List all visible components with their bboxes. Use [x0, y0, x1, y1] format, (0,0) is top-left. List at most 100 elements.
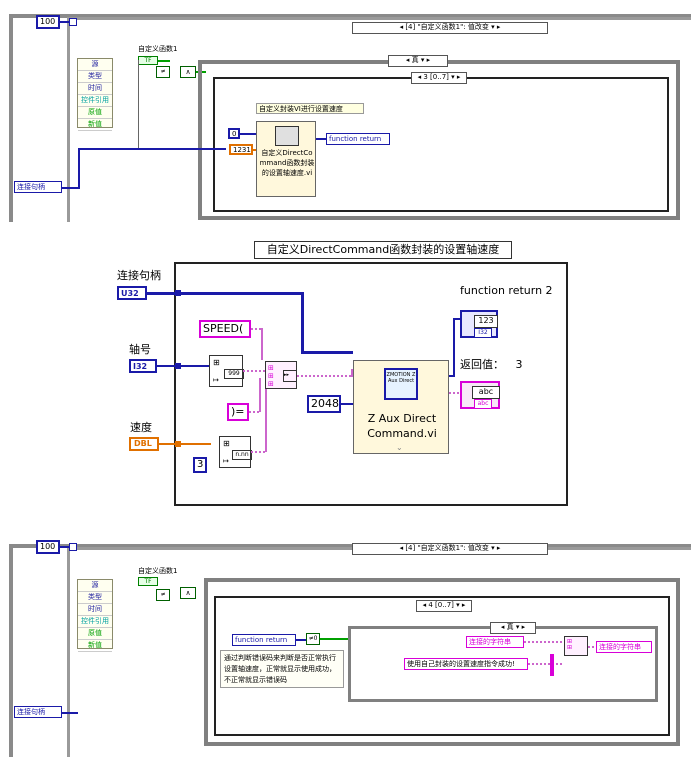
- dropdown-icon[interactable]: ▾: [420, 56, 425, 64]
- concat-out-icon: ▸▸: [283, 370, 297, 382]
- arrow-right-icon[interactable]: ▸: [521, 623, 526, 631]
- cluster-item: 新值: [78, 119, 112, 131]
- seq-selector[interactable]: ◂ 3 [0..7] ▾ ▸: [411, 72, 467, 84]
- seq-selector[interactable]: ◂ 4 [0..7] ▾ ▸: [416, 600, 472, 612]
- concat-strings-node[interactable]: ⊞⊞⊞ ▸▸: [265, 361, 297, 389]
- true-case-selector[interactable]: ◂ 真 ▾ ▸: [388, 55, 448, 67]
- bool-const[interactable]: TF: [138, 577, 158, 586]
- dropdown-icon[interactable]: ▾: [491, 23, 495, 31]
- dropdown-icon[interactable]: ▾: [456, 601, 460, 609]
- subvi-name: 自定义DirectCommand函数封装的设置轴速度.vi: [259, 149, 315, 177]
- wire: [449, 392, 461, 394]
- ret-index: 3: [515, 358, 523, 371]
- const-2048[interactable]: 2048: [307, 395, 341, 413]
- conn-handle-terminal[interactable]: 连接句柄: [14, 181, 62, 193]
- not-equal-zero-icon: ≠0: [306, 633, 320, 645]
- wire: [341, 403, 353, 405]
- event-data-cluster: 源 类型 时间 控件引用 原值 新值: [77, 58, 113, 131]
- wire: [449, 375, 455, 377]
- wire: [138, 60, 139, 148]
- arrow-left-icon[interactable]: ◂: [417, 73, 422, 81]
- arrow-right-icon[interactable]: ▸: [456, 73, 461, 81]
- const-0[interactable]: 0: [228, 128, 240, 139]
- loop-count-terminal: [69, 18, 77, 26]
- wire: [301, 292, 304, 354]
- subvi-icon: [275, 126, 299, 146]
- while-loop-frame: [9, 544, 691, 757]
- const-100[interactable]: 100: [36, 15, 60, 29]
- dropdown-icon[interactable]: ▾: [451, 73, 455, 81]
- dropdown-icon[interactable]: ▾: [515, 623, 520, 631]
- fn-return-indicator[interactable]: 123 I32: [460, 310, 498, 338]
- inner-case-selector[interactable]: ◂ 真 ▾ ▸: [490, 622, 536, 634]
- format-int-node[interactable]: ⊞ 999 ↦: [209, 355, 244, 387]
- wire: [351, 369, 353, 377]
- case-selector[interactable]: ◂ [4] "自定义函数1": 值改变 ▾ ▸: [352, 22, 548, 34]
- subvi-node[interactable]: 自定义DirectCommand函数封装的设置轴速度.vi: [256, 121, 316, 197]
- conn-handle-terminal[interactable]: 连接句柄: [14, 706, 62, 718]
- arrow-left-icon[interactable]: ◂: [399, 23, 404, 31]
- concat-strings-node[interactable]: ⊞⊞: [564, 636, 588, 656]
- wire: [60, 546, 70, 548]
- wire: [261, 328, 263, 360]
- arrow-icon: ↦: [213, 376, 219, 384]
- and-gate-icon: ∧: [180, 587, 196, 599]
- arrow-right-icon[interactable]: ▸: [496, 23, 501, 31]
- axis-control[interactable]: I32: [129, 359, 157, 373]
- arrow-right-icon[interactable]: ▸: [496, 544, 501, 552]
- const-3[interactable]: 3: [193, 457, 207, 473]
- arrow-right-icon[interactable]: ▸: [426, 56, 431, 64]
- bool-const[interactable]: TF: [138, 56, 158, 65]
- wire: [301, 351, 353, 354]
- wire: [524, 641, 564, 643]
- wire: [62, 712, 78, 714]
- cluster-item: 原值: [78, 628, 112, 640]
- cluster-item: 类型: [78, 71, 112, 83]
- conn-handle-control[interactable]: U32: [117, 286, 147, 300]
- terminal-square: [175, 441, 181, 447]
- const-1231[interactable]: 1231: [229, 144, 253, 155]
- success-msg-const[interactable]: 使用自己封装的设置速度指令成功!: [404, 658, 528, 670]
- event-structure-border: [67, 17, 691, 222]
- comment-note: 通过判断错误码来判断是否正常执行设置轴速度，正常就显示使用成功，不正常就显示错误…: [220, 650, 344, 688]
- arrow-left-icon[interactable]: ◂: [405, 56, 410, 64]
- conn-string-out-local[interactable]: 连接的字符串: [596, 641, 652, 653]
- cluster-item: 源: [78, 59, 112, 71]
- not-gate-icon: ≠: [156, 589, 170, 601]
- return-string-indicator[interactable]: abc abc: [460, 381, 500, 409]
- arrow-left-icon[interactable]: ◂: [399, 544, 404, 552]
- ret-label-text: 返回值：: [460, 358, 504, 371]
- wire: [253, 149, 256, 151]
- zaux-direct-command-node[interactable]: ZMOTION Z Aux Direct Z Aux Direct Comman…: [353, 360, 449, 454]
- subvi-label-box: 自定义封装VI进行设置速度: [256, 103, 364, 114]
- wire: [453, 318, 455, 377]
- case-selector[interactable]: ◂ [4] "自定义函数1": 值改变 ▾ ▸: [352, 543, 548, 555]
- speed-control[interactable]: DBL: [129, 437, 159, 451]
- close-string-const[interactable]: )=: [227, 403, 249, 421]
- arrow-left-icon[interactable]: ◂: [500, 623, 505, 631]
- conn-string-local[interactable]: 连接的字符串: [466, 636, 524, 648]
- arrow-left-icon[interactable]: ◂: [422, 601, 427, 609]
- speed-string-const[interactable]: SPEED(: [199, 320, 251, 338]
- wire: [588, 646, 596, 648]
- arrow-right-icon[interactable]: ▸: [461, 601, 466, 609]
- wire: [320, 638, 350, 640]
- wire: [528, 663, 564, 665]
- const-100[interactable]: 100: [36, 540, 60, 554]
- function-return-local[interactable]: function return: [232, 634, 296, 646]
- diagram-title: 自定义DirectCommand函数封装的设置轴速度: [254, 241, 512, 259]
- and-gate-icon: ∧: [180, 66, 196, 78]
- zmotion-icon: ZMOTION Z Aux Direct: [384, 368, 418, 400]
- ret-label: 返回值： 3: [460, 356, 523, 372]
- dropdown-icon[interactable]: ▾: [491, 544, 495, 552]
- arrow-icon: ↦: [223, 457, 229, 465]
- function-return-indicator[interactable]: function return: [326, 133, 390, 145]
- wire: [147, 292, 177, 295]
- format-999: 999: [224, 369, 244, 379]
- fn-return-value: 123: [474, 315, 498, 328]
- axis-label: 轴号: [129, 343, 151, 356]
- wire: [251, 328, 263, 330]
- format-float-node[interactable]: ⊞ n.nn ↦: [219, 436, 252, 468]
- cluster-item: 新值: [78, 640, 112, 652]
- wire: [265, 385, 267, 452]
